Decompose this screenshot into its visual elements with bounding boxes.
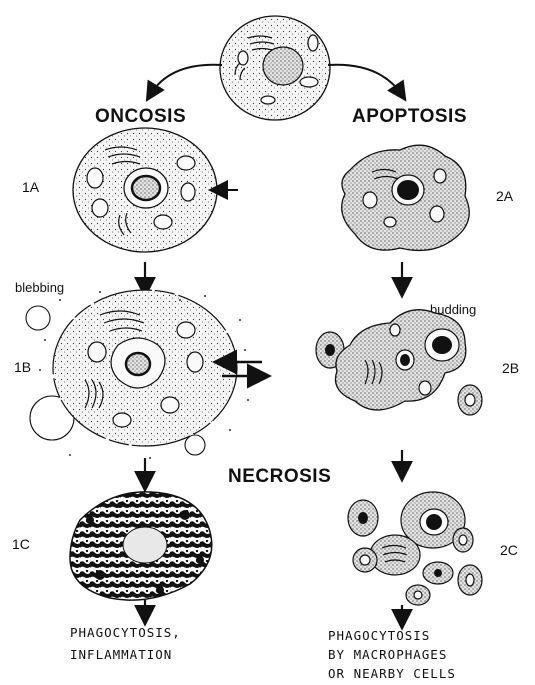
stage-2a: 2A <box>496 188 514 204</box>
heading-necrosis: NECROSIS <box>228 466 331 487</box>
cell-1a <box>73 128 217 252</box>
arrow-to-oncosis <box>150 65 222 95</box>
outcome-oncosis-line2: INFLAMMATION <box>70 647 172 662</box>
cell-1c <box>70 492 212 600</box>
heading-oncosis: ONCOSIS <box>95 106 186 127</box>
stage-1c: 1C <box>12 536 30 552</box>
cell-2a <box>342 145 470 250</box>
stage-1b: 1B <box>14 359 31 375</box>
cell-2c <box>348 492 482 605</box>
note-blebbing: blebbing <box>15 280 64 295</box>
arrow-to-apoptosis <box>328 65 402 95</box>
outcome-oncosis-line1: PHAGOCYTOSIS, <box>70 625 181 640</box>
stage-2c: 2C <box>500 542 518 558</box>
outcome-apoptosis-line1: PHAGOCYTOSIS <box>328 628 430 643</box>
outcome-apoptosis-line2: BY MACROPHAGES <box>328 647 447 662</box>
outcome-apoptosis-line3: OR NEARBY CELLS <box>328 666 456 681</box>
heading-apoptosis: APOPTOSIS <box>352 106 467 127</box>
cell-1b <box>26 290 249 459</box>
normal-cell <box>220 16 330 120</box>
cell-2b <box>316 310 482 415</box>
stage-1a: 1A <box>22 179 40 195</box>
stage-2b: 2B <box>502 360 519 376</box>
